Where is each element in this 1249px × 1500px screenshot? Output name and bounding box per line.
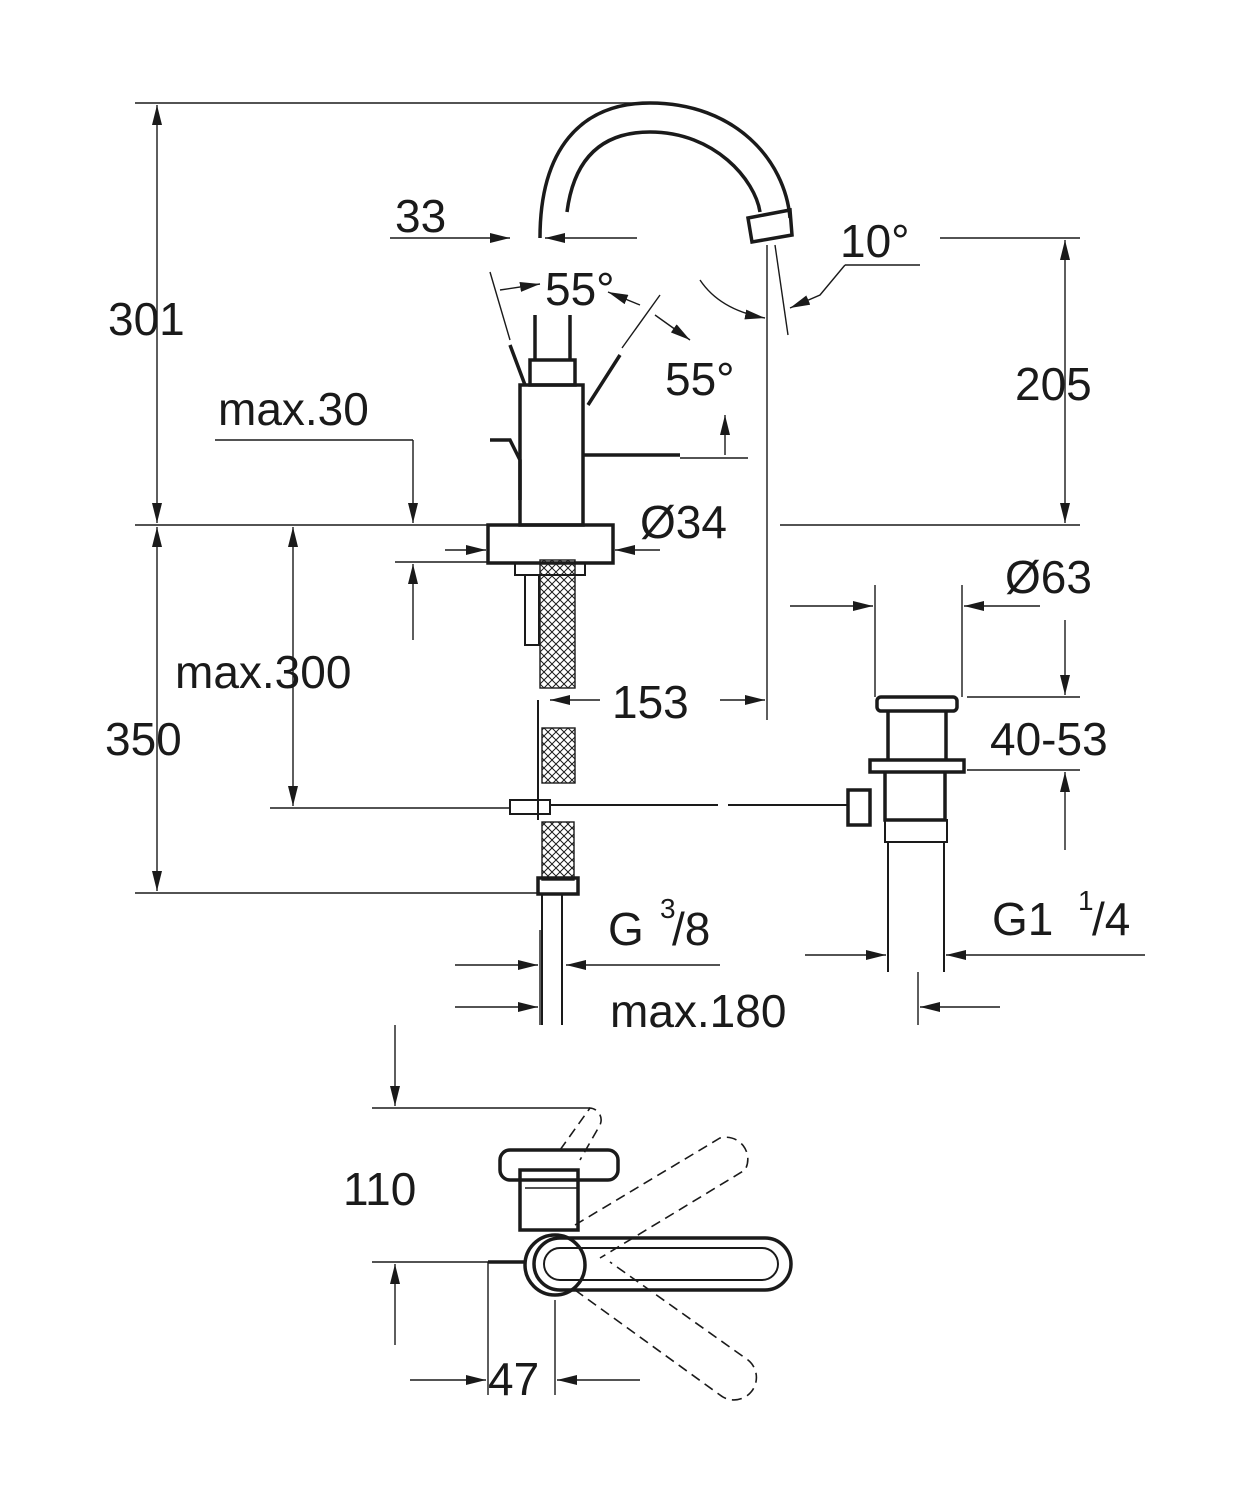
waste-lower-body <box>883 772 947 822</box>
label-max300: max.300 <box>175 646 351 698</box>
dim-55-top-arrow-2 <box>607 291 641 306</box>
waste-pivot-nut <box>846 788 872 827</box>
dimension-lines <box>135 102 1145 1025</box>
label-g114-main: G1 <box>992 893 1053 945</box>
label-301: 301 <box>108 293 185 345</box>
label-55-top: 55° <box>545 263 615 315</box>
lever-swing-top <box>574 1136 749 1259</box>
label-g114-den: /4 <box>1092 893 1130 945</box>
counter-top <box>486 523 615 565</box>
label-g114-num: 1 <box>1078 885 1094 916</box>
top-view-hub <box>523 1233 587 1297</box>
hose-hatched-upper <box>539 559 576 689</box>
label-g38-den: /8 <box>672 903 710 955</box>
label-10-degree: 10° <box>840 215 910 267</box>
dim-55-right-arrow <box>654 314 691 341</box>
label-diameter-34: Ø34 <box>640 496 727 548</box>
spout-inner <box>565 130 762 213</box>
label-205: 205 <box>1015 358 1092 410</box>
dim-10-arc-right <box>789 264 846 309</box>
faucet-side-view <box>486 101 966 1025</box>
label-g38-num: 3 <box>660 893 676 924</box>
threaded-rod <box>524 574 540 646</box>
label-max30: max.30 <box>218 383 369 435</box>
dim-55-top-arrow <box>499 282 541 292</box>
dim-55-top-ray <box>489 271 511 341</box>
lever-right <box>586 354 622 406</box>
spout-outlet <box>745 207 794 245</box>
mixer-body <box>518 383 585 527</box>
top-view-body <box>518 1168 580 1232</box>
top-view-spout <box>498 1148 620 1182</box>
label-110: 110 <box>343 1163 416 1215</box>
lever-left <box>508 344 527 386</box>
dim-55-right-ray <box>621 294 661 349</box>
waste-tail <box>884 819 948 843</box>
waste-plug <box>875 695 959 713</box>
hose-hatched-lower <box>541 821 575 881</box>
label-40-53: 40-53 <box>990 713 1108 765</box>
label-diameter-63: Ø63 <box>1005 551 1092 603</box>
lever-front <box>490 438 522 500</box>
top-view-lever-inner <box>543 1247 779 1281</box>
waste-valve <box>846 695 966 972</box>
cartridge-cap <box>528 358 577 387</box>
label-153: 153 <box>612 676 689 728</box>
hose-hatched-middle <box>541 727 576 784</box>
top-view-lever <box>532 1236 793 1292</box>
label-max180: max.180 <box>610 985 786 1037</box>
label-55-right: 55° <box>665 353 735 405</box>
label-47: 47 <box>488 1353 539 1405</box>
label-33: 33 <box>395 190 446 242</box>
hose-fitting <box>536 876 580 896</box>
pop-up-rod-clip <box>509 799 551 815</box>
dimension-labels: 301 33 55° 55° 10° 205 max.30 Ø34 Ø63 ma… <box>105 190 1130 1405</box>
dim-10-ray <box>774 244 789 336</box>
lever-swing-back <box>559 1107 602 1161</box>
dim-10-arc-left <box>699 279 766 320</box>
waste-nut <box>868 758 966 774</box>
label-g38-main: G <box>608 903 644 955</box>
lever-swing-bottom <box>574 1261 758 1401</box>
faucet-top-view <box>372 1025 793 1401</box>
label-350: 350 <box>105 713 182 765</box>
